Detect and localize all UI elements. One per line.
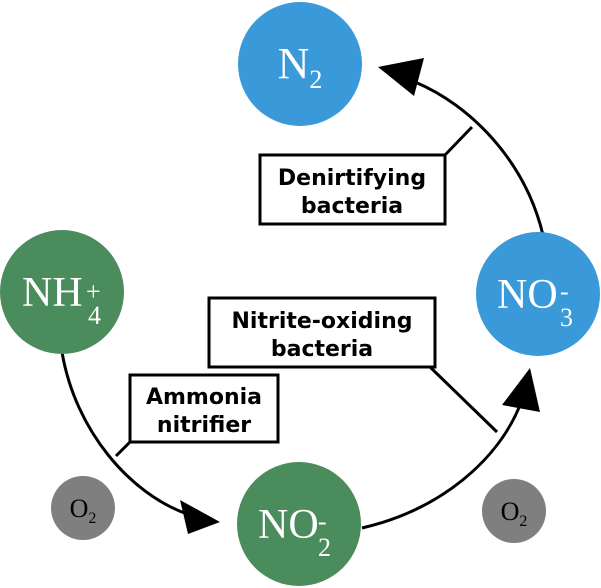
label-nitrite-line2: bacteria — [271, 337, 373, 362]
arrowhead-nh4-to-no2 — [180, 500, 220, 534]
label-ammonia-line1: Ammonia — [146, 385, 262, 410]
node-no3-main: NO — [497, 272, 558, 318]
node-nh4-sup: + — [86, 277, 101, 306]
node-nh4-sub: 4 — [88, 301, 101, 330]
label-ammonia-nitrifier: Ammonia nitrifier — [128, 373, 280, 444]
leader-nitrite-oxiding — [428, 365, 499, 434]
node-no2-circle — [237, 462, 361, 586]
node-n2-circle — [238, 2, 362, 126]
arrowhead-no3-to-n2 — [378, 58, 424, 96]
node-o2-right-sub: 2 — [519, 513, 527, 530]
node-no2-sub: 2 — [318, 533, 331, 562]
node-o2-right-circle — [482, 479, 546, 543]
arc-no2-to-no3 — [361, 399, 524, 530]
label-denitrifying-line1: Denirtifying — [278, 166, 426, 191]
node-no3-sup: - — [560, 277, 569, 306]
node-no2-sup: - — [318, 507, 327, 536]
node-o2-right: O2 — [482, 479, 546, 543]
label-nitrite-line1: Nitrite-oxiding — [232, 309, 413, 334]
node-n2: N2 — [238, 2, 362, 126]
svg-text:O2: O2 — [501, 497, 528, 530]
node-n2-main: N — [278, 39, 310, 88]
node-no2-main: NO — [258, 502, 319, 548]
leader-ammonia — [114, 440, 132, 458]
label-denitrifying-bacteria: Denirtifying bacteria — [258, 153, 447, 226]
label-ammonia-line2: nitrifier — [157, 413, 251, 438]
node-nh4-circle — [0, 230, 124, 354]
label-nitrite-oxiding-bacteria: Nitrite-oxiding bacteria — [207, 296, 437, 369]
svg-text:O2: O2 — [70, 494, 97, 527]
svg-text:N2: N2 — [278, 39, 323, 94]
node-o2-left-circle — [51, 476, 115, 540]
node-o2-left-main: O — [70, 494, 89, 523]
arrowhead-no2-to-no3 — [502, 368, 540, 412]
node-no3: NO - 3 — [476, 232, 600, 356]
node-o2-left-sub: 2 — [88, 510, 96, 527]
node-no3-sub: 3 — [560, 303, 573, 332]
label-denitrifying-line2: bacteria — [301, 194, 403, 219]
node-n2-sub: 2 — [309, 65, 322, 94]
node-o2-right-main: O — [501, 497, 520, 526]
node-no2: NO - 2 — [237, 462, 361, 586]
arc-nh4-to-no2 — [60, 351, 191, 517]
node-nh4: NH + 4 — [0, 230, 124, 354]
arc-no3-to-n2 — [414, 80, 545, 236]
node-no3-circle — [476, 232, 600, 356]
node-o2-left: O2 — [51, 476, 115, 540]
node-nh4-main: NH — [22, 270, 83, 316]
leader-denitrifying — [443, 125, 474, 157]
